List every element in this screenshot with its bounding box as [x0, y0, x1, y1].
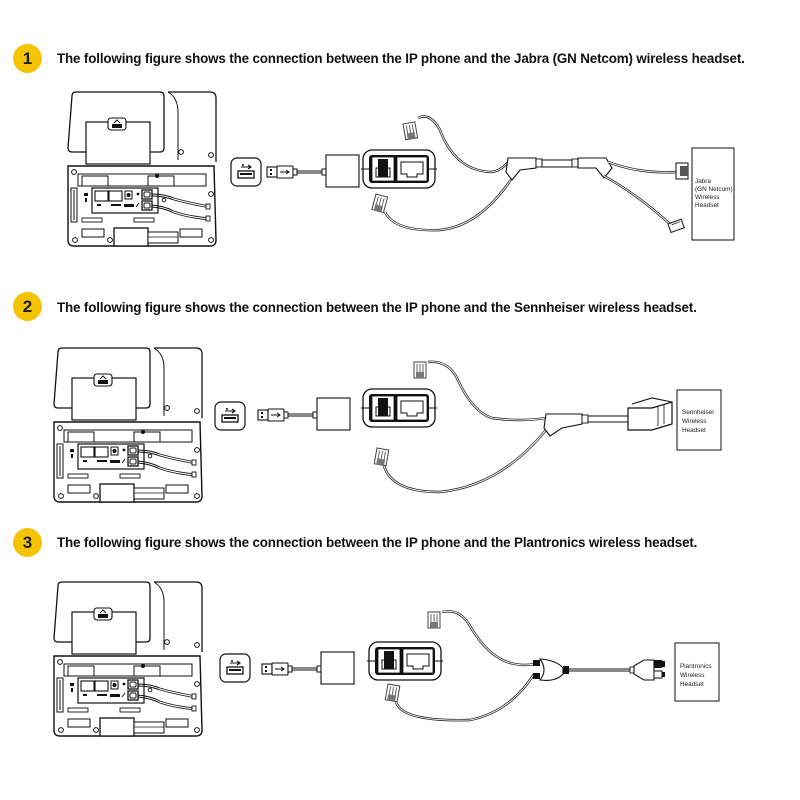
figure-1: Jabra (GN Netcom) Wireless Headset: [67, 91, 735, 247]
usb-ehs-cable: [257, 397, 351, 431]
step-caption: The following figure shows the connectio…: [57, 535, 698, 550]
ip-phone-back: [53, 581, 203, 737]
rj-plug-large-icon: [627, 397, 673, 431]
figure-2: Sennheiser Wireless Headset: [53, 347, 722, 503]
headset-label: Wireless: [680, 672, 705, 679]
rj-plug-icon: [384, 683, 401, 703]
headset-label: Wireless: [682, 418, 707, 425]
headset-label: (GN Netcom): [695, 186, 733, 193]
rj-plug-icon: [371, 193, 389, 214]
headset-label: Wireless: [695, 194, 720, 201]
y-splitter: [533, 658, 569, 681]
usb-ehs-cable: [266, 154, 360, 188]
usb-ehs-cable: [261, 651, 355, 685]
rj-plug-icon: [427, 611, 441, 629]
ehs-adapter: [360, 149, 438, 189]
headset-base-box: [691, 147, 735, 241]
step-badge: 2: [13, 292, 42, 321]
figure-3: Plantronics Wireless Headset: [53, 581, 720, 737]
power-plug-icon: [629, 659, 665, 681]
headset-label: Plantronics: [680, 663, 712, 670]
step-badge: 1: [13, 44, 42, 73]
headset-label: Headset: [682, 427, 706, 434]
headset-base-box: [674, 642, 720, 702]
step-caption: The following figure shows the connectio…: [57, 300, 697, 315]
rj-plug-icon: [402, 121, 419, 141]
usb-port-icon: [230, 157, 262, 187]
rj-plug-icon: [413, 361, 427, 379]
headset-base-box: [676, 389, 722, 451]
usb-port-icon: [214, 401, 246, 431]
headset-label: Headset: [680, 681, 704, 688]
rj-plug-icon: [373, 447, 390, 467]
ehs-adapter: [366, 641, 444, 681]
ip-phone-back: [67, 91, 217, 247]
step-badge: 3: [13, 528, 42, 557]
rj-plug-icon: [675, 162, 689, 180]
usb-port-icon: [219, 653, 251, 683]
headset-label: Headset: [695, 202, 719, 209]
headset-label: Jabra: [695, 178, 711, 185]
ehs-adapter: [360, 388, 438, 428]
step-caption: The following figure shows the connectio…: [57, 51, 745, 66]
headset-label: Sennheiser: [682, 409, 715, 416]
rj-plug-icon: [667, 218, 685, 234]
ip-phone-back: [53, 347, 203, 503]
